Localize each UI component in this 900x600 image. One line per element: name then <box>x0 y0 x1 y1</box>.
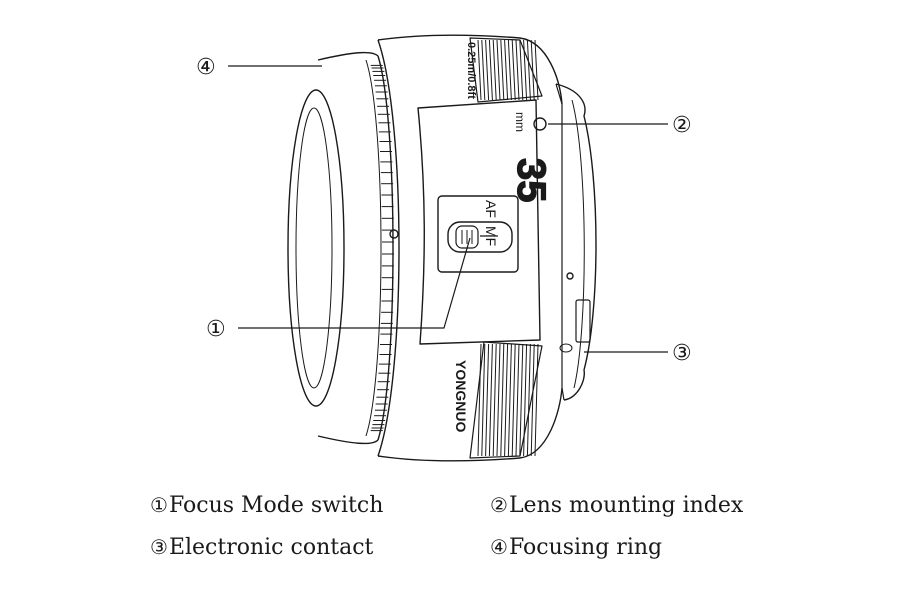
leader-line-1 <box>238 237 471 329</box>
barrel-front-curve <box>377 39 400 457</box>
legend-num-2: ② <box>490 493 508 517</box>
lens-mount <box>519 37 597 459</box>
callout-3: ③ <box>672 341 692 366</box>
brand-text: YONGNUO <box>453 360 469 432</box>
legend-item-1: ①Focus Mode switch <box>150 492 383 519</box>
focal-unit-text: mm <box>513 112 527 132</box>
legend-label-3: Electronic contact <box>168 535 374 560</box>
legend-item-2: ②Lens mounting index <box>490 492 743 519</box>
rear-grip-band <box>469 37 543 459</box>
legend-num-3: ③ <box>150 535 168 559</box>
callout-4: ④ <box>196 55 216 80</box>
focus-mode-switch <box>437 195 519 273</box>
barrel-top-edge <box>377 34 521 41</box>
barrel-dot <box>389 229 399 239</box>
legend-item-4: ④Focusing ring <box>490 534 662 561</box>
focus-distance-text: 0.25m/0.8ft <box>465 42 477 99</box>
legend-label-4: Focusing ring <box>508 535 663 560</box>
front-glass-inner <box>295 107 333 389</box>
barrel-bottom-edge <box>377 455 521 462</box>
legend-label-2: Lens mounting index <box>508 493 744 518</box>
legend-item-3: ③Electronic contact <box>150 534 373 561</box>
focal-length-text: 35 <box>509 158 553 203</box>
legend-num-4: ④ <box>490 535 508 559</box>
front-glass-outer <box>287 89 345 407</box>
mounting-index-mark <box>533 117 547 131</box>
switch-mf-label: MF <box>483 226 499 246</box>
switch-af-label: AF <box>483 200 499 218</box>
legend-num-1: ① <box>150 493 168 517</box>
label-panel <box>417 99 541 345</box>
callout-1: ① <box>206 317 226 342</box>
lens-diagram: 35 mm 0.25m/0.8ft YONGNUO AF MF ④ ② ① ③ <box>196 34 692 462</box>
mount-dot <box>566 272 574 280</box>
callout-2: ② <box>672 113 692 138</box>
legend-label-1: Focus Mode switch <box>168 493 384 518</box>
focusing-ring <box>317 51 394 445</box>
